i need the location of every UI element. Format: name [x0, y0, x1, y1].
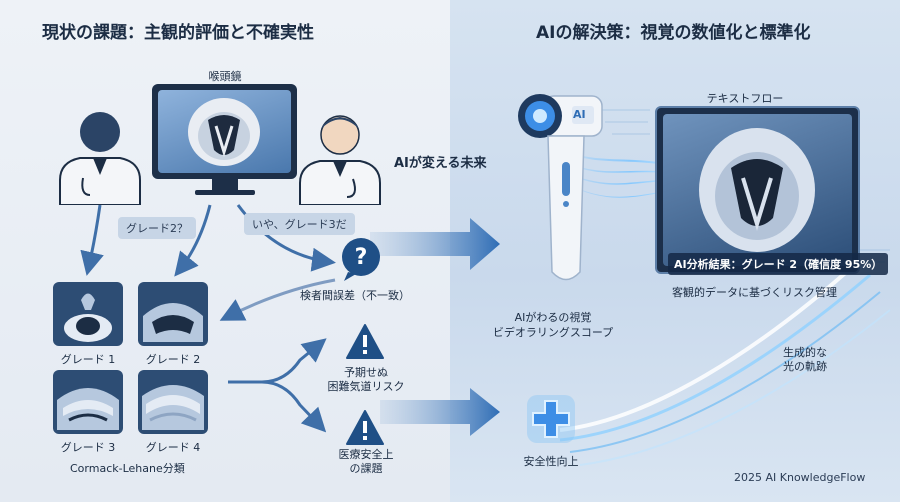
- monitor-stand: [212, 179, 238, 191]
- grade-3-label: グレード 3: [60, 441, 116, 454]
- grade-2-image: [138, 282, 208, 346]
- objective-label: 客観的データに基づくリスク管理: [672, 286, 837, 299]
- analysis-screen: [655, 106, 860, 274]
- grade-1-label: グレード 1: [60, 353, 116, 366]
- right-title: AIの解決策：視覚の数値化と標準化: [536, 23, 811, 43]
- left-title: 現状の課題：主観的評価と不確実性: [42, 23, 314, 43]
- classification-label: Cormack-Lehane分類: [70, 462, 185, 475]
- device-label: AIがわるの視覚 ビデオラリングスコープ: [492, 311, 614, 339]
- warning-icon-2: [346, 410, 384, 445]
- risk-2-label: 医療安全上 の課題: [338, 448, 394, 475]
- monitor-label: 喉頭鏡: [208, 70, 242, 83]
- safety-cross-icon: [527, 395, 575, 443]
- text-flow-label: テキストフロー: [706, 92, 784, 105]
- grade-2-label: グレード 2: [145, 353, 201, 366]
- svg-text:?: ?: [355, 245, 368, 270]
- grade-4-label: グレード 4: [145, 441, 201, 454]
- doctor-right-icon: [299, 115, 381, 205]
- airway-analysis-icon: [699, 128, 815, 252]
- laryngoscope-icon: [518, 94, 603, 281]
- grade-1-image: [53, 282, 123, 346]
- doctor-right-bubble: いや、グレード3だ: [244, 213, 355, 235]
- grade-3-image: [53, 370, 123, 434]
- airway-view-icon: [188, 98, 260, 166]
- question-icon: ?: [342, 238, 380, 281]
- monitor: [152, 84, 297, 179]
- light-trail-label: 生成的な 光の軌跡: [783, 346, 827, 373]
- question-label: 検者間誤差（不一致）: [300, 289, 410, 302]
- center-arrow-label: AIが変える未来: [394, 156, 487, 171]
- ai-result-bar: AI分析結果：グレード 2（確信度 95%）: [668, 253, 889, 275]
- doctor-left-bubble: グレード2？: [118, 217, 196, 239]
- warning-icon-1: [346, 324, 384, 359]
- device-badge: AI: [573, 108, 586, 121]
- safety-label: 安全性向上: [523, 455, 579, 468]
- doctor-left-icon: [59, 112, 141, 205]
- monitor-base: [195, 190, 255, 195]
- credit-label: 2025 AI KnowledgeFlow: [734, 471, 866, 484]
- risk-1-label: 予期せぬ 困難気道リスク: [327, 366, 405, 393]
- grade-4-image: [138, 370, 208, 434]
